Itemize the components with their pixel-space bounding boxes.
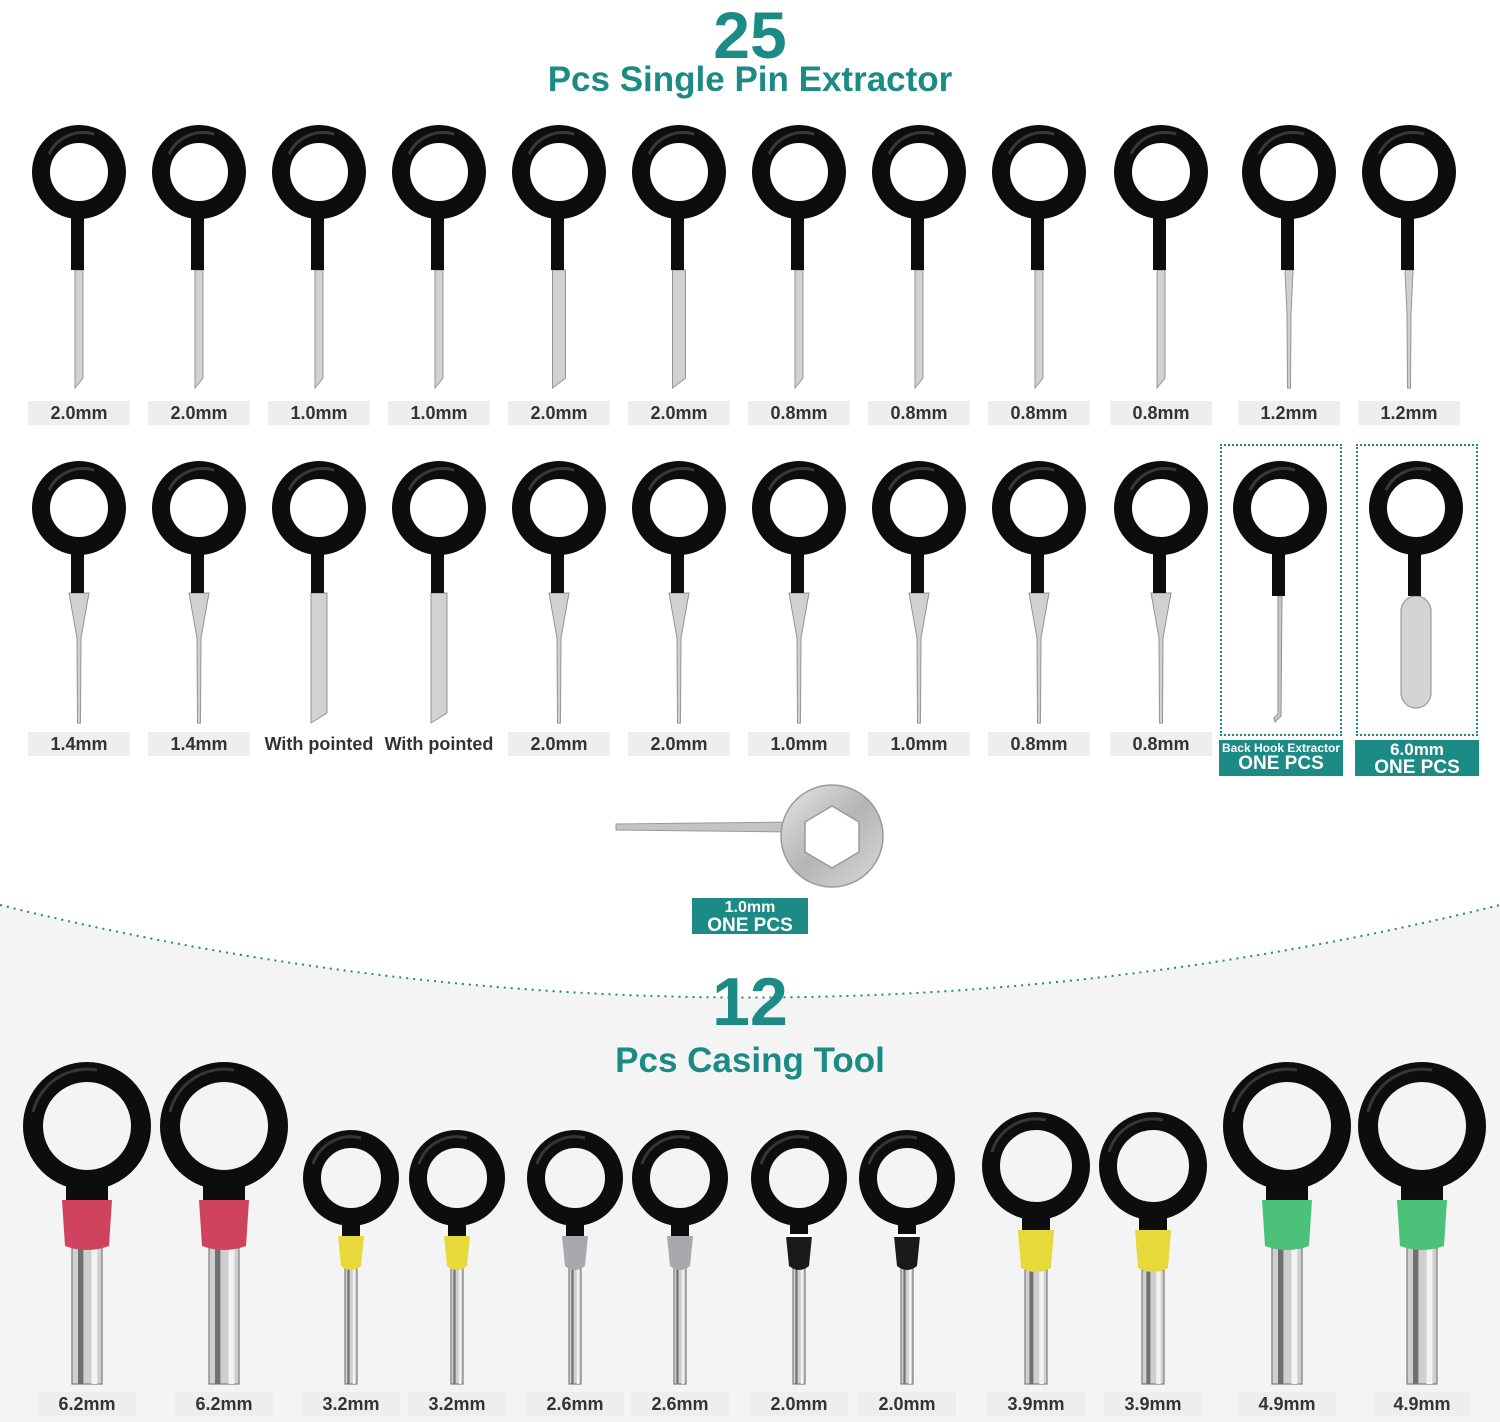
size-label: 0.8mm — [748, 401, 850, 425]
size-label: 2.0mm — [628, 401, 730, 425]
hex-key-size: 1.0mm — [724, 899, 776, 916]
size-label: 2.0mm — [508, 732, 610, 756]
back-hook-extractor-qty: ONE PCS — [1238, 753, 1324, 774]
size-label: 1.0mm — [388, 401, 490, 425]
hex-key-tool — [615, 784, 884, 888]
wide-extractor-qty: ONE PCS — [1374, 757, 1460, 778]
size-label: 2.6mm — [631, 1392, 729, 1416]
size-label: 1.0mm — [748, 732, 850, 756]
wide-extractor-size: 6.0mm — [1390, 740, 1444, 759]
size-label: 3.9mm — [1104, 1392, 1202, 1416]
size-label: 1.2mm — [1358, 401, 1460, 425]
size-label: 1.4mm — [148, 732, 250, 756]
size-label: 2.0mm — [28, 401, 130, 425]
back-hook-extractor-frame — [1220, 444, 1342, 736]
casing-tool-count: 12 — [712, 964, 788, 1040]
size-label: 1.0mm — [868, 732, 970, 756]
casing-tool-title: Pcs Casing Tool — [615, 1041, 885, 1080]
size-label: 0.8mm — [1110, 732, 1212, 756]
pin-extractor-title: Pcs Single Pin Extractor — [547, 60, 953, 99]
size-label: With pointed — [384, 734, 494, 754]
size-label: 2.0mm — [750, 1392, 848, 1416]
size-label: 0.8mm — [988, 401, 1090, 425]
hex-key-qty: ONE PCS — [707, 915, 793, 936]
back-hook-extractor-caption: Back Hook Extractor ONE PCS — [1219, 740, 1343, 776]
size-label: 1.4mm — [28, 732, 130, 756]
size-label: With pointed — [264, 734, 374, 754]
wide-extractor-caption: 6.0mm ONE PCS — [1355, 740, 1479, 778]
size-label: 2.0mm — [508, 401, 610, 425]
size-label: 2.0mm — [628, 732, 730, 756]
size-label: 3.9mm — [987, 1392, 1085, 1416]
size-label: 4.9mm — [1238, 1392, 1336, 1416]
wide-extractor-frame — [1356, 444, 1478, 736]
hex-key-caption: 1.0mm ONE PCS — [692, 898, 808, 936]
size-label: 0.8mm — [868, 401, 970, 425]
size-label: 4.9mm — [1373, 1392, 1471, 1416]
size-label: 2.0mm — [148, 401, 250, 425]
size-label: 2.6mm — [526, 1392, 624, 1416]
size-label: 2.0mm — [858, 1392, 956, 1416]
size-label: 6.2mm — [38, 1392, 136, 1416]
size-label: 1.0mm — [268, 401, 370, 425]
back-hook-extractor-name: Back Hook Extractor — [1221, 741, 1341, 755]
size-label: 0.8mm — [1110, 401, 1212, 425]
size-label: 0.8mm — [988, 732, 1090, 756]
size-label: 6.2mm — [175, 1392, 273, 1416]
size-label: 1.2mm — [1238, 401, 1340, 425]
size-label: 3.2mm — [302, 1392, 400, 1416]
size-label: 3.2mm — [408, 1392, 506, 1416]
pin-extractor-count: 25 — [713, 0, 787, 72]
